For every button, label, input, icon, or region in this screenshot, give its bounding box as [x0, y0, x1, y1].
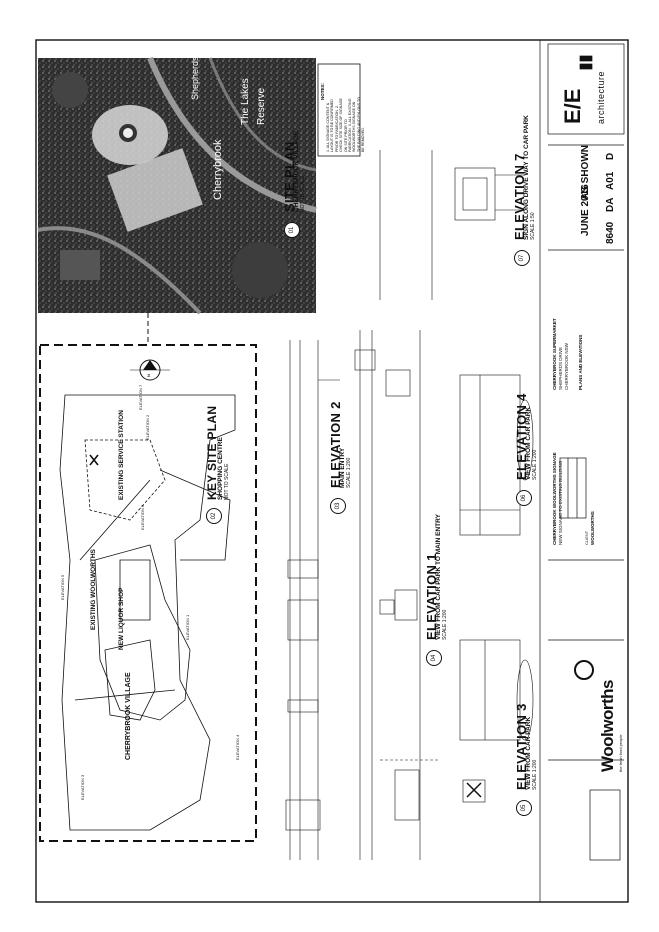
label-new-liquor-shop: NEW LIQUOR SHOP	[118, 587, 125, 650]
elevation-7-subtitle: SIGN ALONG DRIVE WAY TO CAR PARK	[523, 115, 530, 240]
project-number: 8640	[605, 221, 616, 244]
title-block-linework	[539, 40, 625, 902]
elevation-7-linework	[379, 150, 525, 300]
status-value: DA	[605, 197, 616, 212]
key-site-plan-subtitle: SHOPPING CENTRE	[217, 437, 224, 500]
label-elevation-2: ELEVATION 2	[145, 414, 150, 440]
aerial-label-street: Shepherds Dr	[190, 44, 200, 100]
project-note: NEW SIGNAGE TO EXISTING BUILDING	[558, 460, 563, 545]
aerial-label-lakes: The Lakes	[240, 78, 251, 125]
woolworths-tagline: the fresh food people	[618, 734, 623, 772]
elevation-2-scale: SCALE 1:200	[346, 457, 352, 488]
label-elevation-3: ELEVATION 3	[80, 774, 85, 800]
label-elevation-7: ELEVATION 7	[138, 384, 143, 410]
firm-name: architecture	[596, 70, 606, 124]
elevation-1-subtitle: VIEW FROM CAR PARK TO MAIN ENTRY	[435, 514, 442, 640]
drawing-title: PLANS AND ELEVATIONS	[578, 334, 583, 390]
elevation-3-subtitle: VIEW FROM CAR PARK	[525, 716, 532, 790]
elevation-1-scale: SCALE 1:200	[442, 609, 448, 640]
scale-value: AS SHOWN	[580, 145, 591, 200]
site-plan-number: 01	[284, 222, 300, 238]
elevation-2-linework	[285, 340, 340, 860]
revision-value: D	[605, 152, 616, 160]
elevation-4-number: 06	[516, 490, 532, 506]
key-site-plan-number: 02	[206, 508, 222, 524]
key-site-plan-linework	[59, 394, 236, 831]
label-existing-woolworths: EXISTING WOOLWORTHS	[90, 549, 97, 630]
site-aerial-photo	[37, 56, 317, 315]
client-name: WOOLWORTHS	[590, 511, 595, 545]
site-line-2: SHEPHERDS DRIVE	[558, 346, 563, 390]
site-line-3: CHERRYBROOK NSW	[564, 343, 569, 390]
elevation-2-number: 03	[330, 498, 346, 514]
firm-logo: E/E	[560, 88, 585, 124]
label-elevation-5: ELEVATION 5	[60, 574, 65, 600]
key-site-plan-scale: NOT TO SCALE	[224, 463, 230, 500]
notes-heading: NOTES:	[320, 82, 325, 100]
site-plan-scale: NOT TO SCALE	[300, 175, 306, 212]
client-label: CLIENT	[584, 530, 589, 545]
project-title: CHERRYBROOK WOOLWORTHS SIGNAGE	[552, 452, 557, 545]
aerial-label-suburb: Cherrybrook	[212, 139, 224, 200]
elevation-3-number: 05	[516, 800, 532, 816]
elevation-7-scale: SCALE 1:50	[530, 212, 536, 240]
elevation-4-scale: SCALE 1:200	[532, 449, 538, 480]
notes-text: 1. ALL SIGNAGE CONTENT & LAYOUT IS TO BE…	[326, 97, 366, 152]
elevation-1-linework	[354, 330, 421, 860]
site-plan-subtitle: CHERRYBROOK VILLAGE	[293, 130, 300, 212]
north-arrow	[130, 359, 170, 381]
label-cherrybrook-village: CHERRYBROOK VILLAGE	[125, 672, 132, 760]
elevation-4-subtitle: VIEW FROM CAR PARK	[525, 406, 532, 480]
north-label: N	[146, 374, 151, 377]
drawing-number: A01	[605, 171, 616, 190]
elevation-4-linework	[459, 374, 534, 536]
label-elevation-4: ELEVATION 4	[235, 734, 240, 760]
label-elevation-1: ELEVATION 1	[185, 614, 190, 640]
aerial-label-reserve: Reserve	[256, 87, 267, 125]
label-elevation-6: ELEVATION 6	[140, 504, 145, 530]
site-line-1: CHERRYBROOK SUPERMARKET	[552, 318, 557, 390]
elevation-3-scale: SCALE 1:200	[532, 759, 538, 790]
elevation-1-number: 04	[426, 650, 442, 666]
elevation-2-subtitle: MAIN ENTRY	[339, 447, 346, 488]
elevation-3-linework	[380, 639, 534, 803]
label-existing-service-station: EXISTING SERVICE STATION	[118, 410, 125, 500]
woolworths-brand: Woolworths	[598, 680, 617, 772]
elevation-7-number: 07	[514, 250, 530, 266]
